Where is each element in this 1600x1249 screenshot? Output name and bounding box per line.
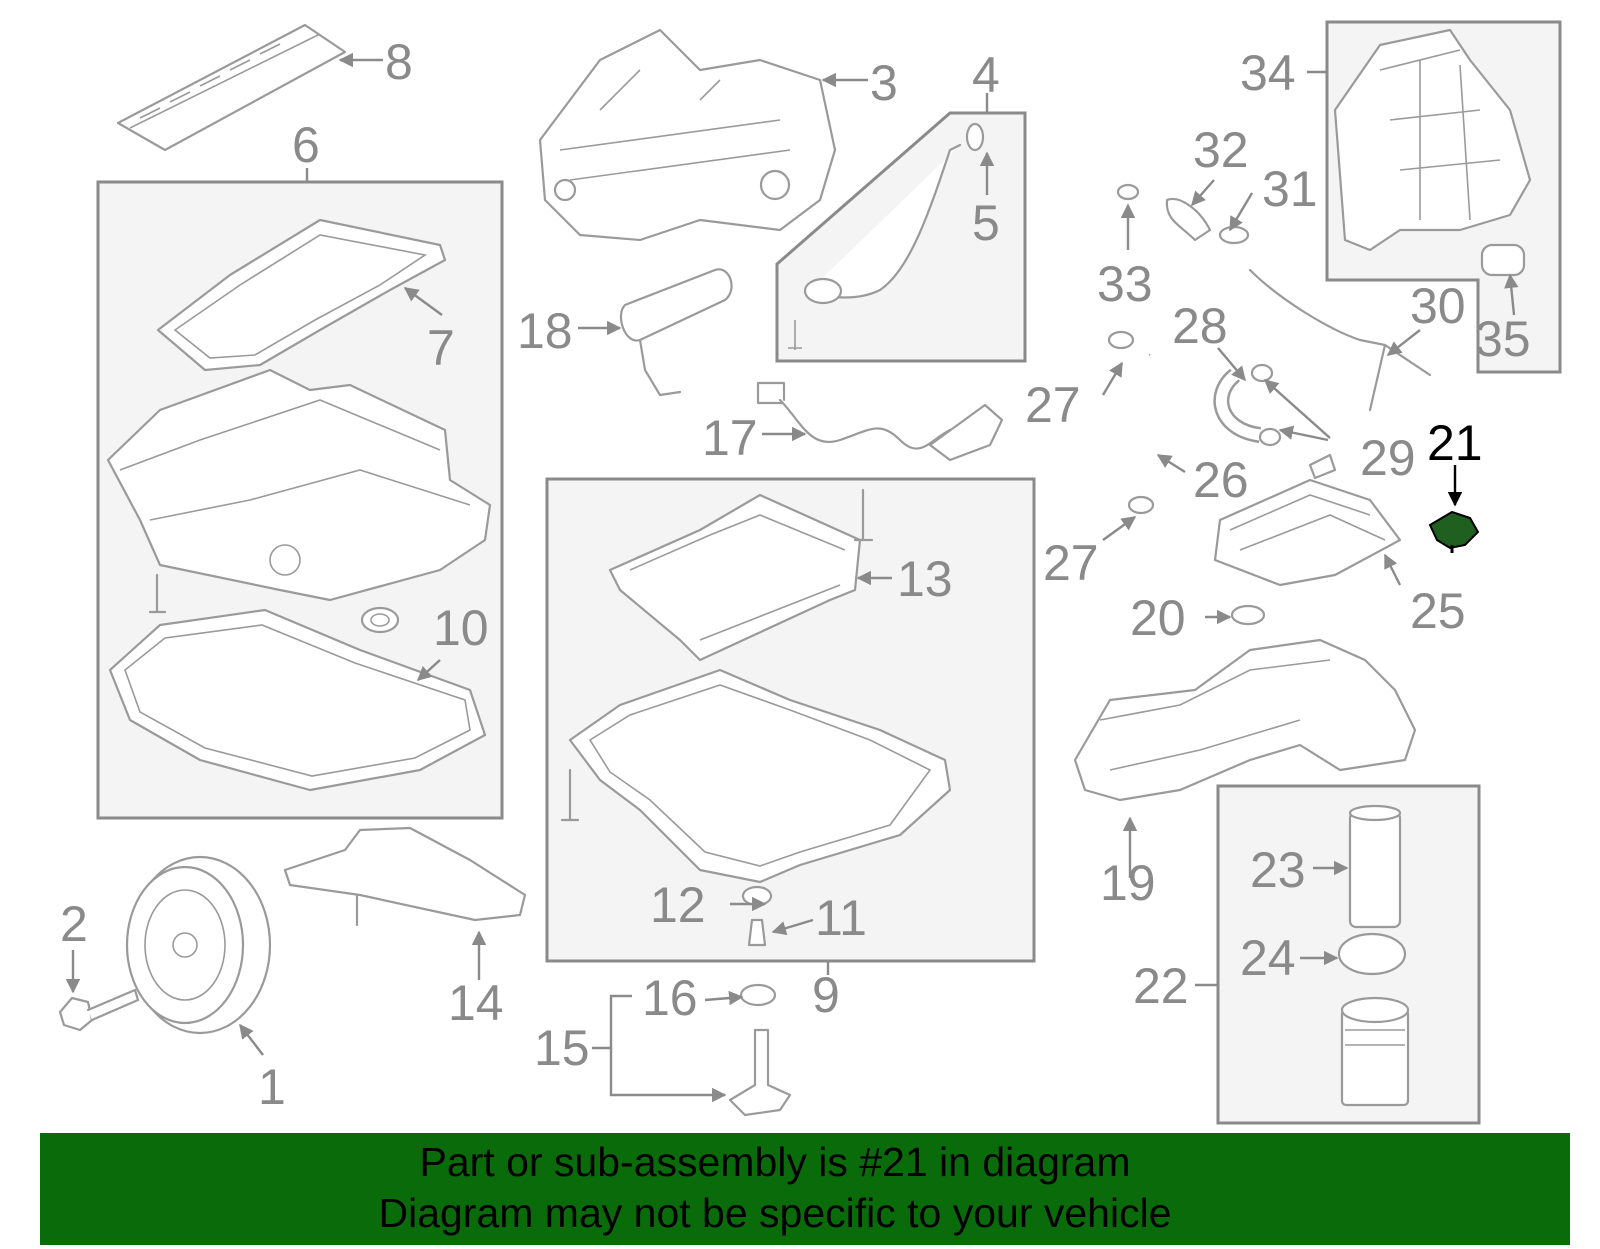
callout-19: 19 [1100,855,1156,911]
part-23-filter [1348,804,1402,929]
part-24-seal [1337,932,1407,976]
part-4-tube [788,122,985,350]
callout-29: 29 [1360,430,1416,486]
callout-24: 24 [1240,930,1296,986]
banner-line-2: Diagram may not be specific to your vehi… [378,1190,1172,1236]
callout-8: 8 [385,34,413,90]
part-8-gasket [116,23,347,152]
callout-17: 17 [702,410,758,466]
part-15-dipstick [728,983,792,1117]
part-28-hose [1213,363,1282,447]
callout-27-upper: 27 [1025,377,1081,433]
callout-13: 13 [897,551,953,607]
callout-16: 16 [642,970,698,1026]
part-22-filter-cap [1340,996,1410,1107]
callout-32: 32 [1193,122,1249,178]
callout-6: 6 [292,117,320,173]
callout-11: 11 [815,890,867,946]
callout-7: 7 [427,320,455,376]
part-1-pulley [125,855,272,1035]
callout-1: 1 [258,1059,286,1115]
part-17-sensor-cable [756,381,1004,462]
callout-21-highlighted: 21 [1427,415,1483,471]
callout-23: 23 [1250,842,1306,898]
callout-26: 26 [1193,452,1249,508]
callout-5: 5 [972,195,1000,251]
part-7-pan-gasket [156,218,447,372]
callout-labels: 8 3 4 5 6 7 18 17 13 10 12 11 9 14 2 1 1… [60,34,1531,1115]
part-21-highlighted [1428,510,1480,553]
callout-31: 31 [1262,161,1318,217]
info-banner: Part or sub-assembly is #21 in diagram D… [40,1133,1570,1245]
part-20-oring [1230,604,1266,626]
banner-line-1: Part or sub-assembly is #21 in diagram [419,1139,1131,1185]
callout-4: 4 [972,47,1000,103]
part-18-breather [619,268,733,397]
callout-3: 3 [870,55,898,111]
callout-22: 22 [1133,958,1189,1014]
callout-10: 10 [433,600,489,656]
part-3-cylinder-head [538,28,837,242]
part-26-hose [1100,330,1189,516]
callout-15: 15 [534,1020,590,1076]
callout-20: 20 [1130,590,1186,646]
leader-lines [65,52,1519,1103]
part-13-tray [608,488,874,662]
callout-33: 33 [1097,256,1153,312]
callout-18: 18 [517,303,573,359]
callout-34: 34 [1240,45,1296,101]
callout-2: 2 [60,896,88,952]
part-10-lower-gasket [108,573,487,792]
callout-28: 28 [1172,298,1228,354]
callout-27-lower: 27 [1043,535,1099,591]
callout-25: 25 [1410,583,1466,639]
part-34-intake [1333,28,1532,277]
part-9-lower-pan [560,668,952,947]
callout-30: 30 [1410,278,1466,334]
callout-35: 35 [1475,311,1531,367]
part-2-bolt [58,988,140,1032]
part-14-bracket [283,826,527,927]
part-25-cooler [1213,453,1402,587]
part-6-oil-pan [106,368,492,602]
part-19-housing [1073,638,1417,802]
callout-12: 12 [650,877,706,933]
callout-9: 9 [812,967,840,1023]
callout-14: 14 [448,975,504,1031]
